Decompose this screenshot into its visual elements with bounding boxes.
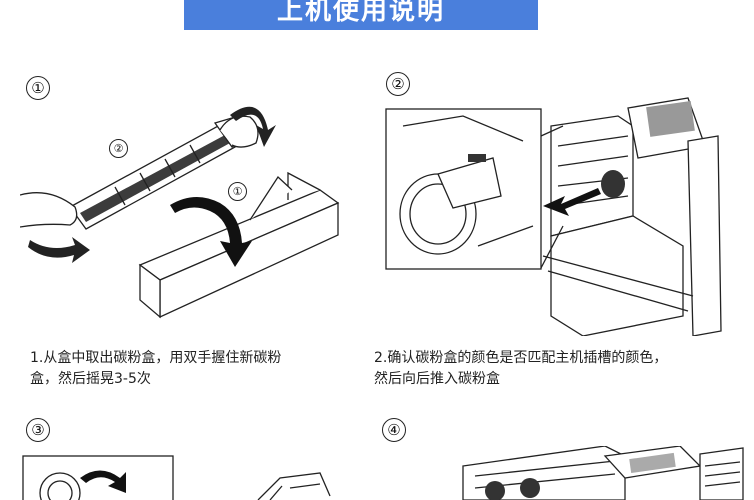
header-banner: 上机使用说明 <box>184 0 538 30</box>
inset-cartridge-drawing <box>399 115 534 255</box>
step-3-number: ③ <box>26 418 50 442</box>
step-1-caption: 1.从盒中取出碳粉盒，用双手握住新碳粉 盒，然后摇晃3-5次 <box>30 348 281 390</box>
step-4-illustration <box>462 446 744 500</box>
step-1-caption-line-2: 盒，然后摇晃3-5次 <box>30 371 151 387</box>
step-1-illustration <box>20 106 340 319</box>
step-2-illustration <box>385 97 722 336</box>
step-1-number: ① <box>26 76 50 100</box>
printer-drawing <box>542 97 722 336</box>
page-title: 上机使用说明 <box>276 0 445 26</box>
step-2-caption-line-1: 2.确认碳粉盒的颜色是否匹配主机插槽的颜色， <box>374 350 668 366</box>
step-4-number: ④ <box>382 418 406 442</box>
step-1-caption-line-1: 1.从盒中取出碳粉盒，用双手握住新碳粉 <box>30 350 282 366</box>
callout-1: ① <box>228 182 247 201</box>
callout-2: ② <box>109 139 128 158</box>
step-3-illustration <box>22 455 331 500</box>
step-2-caption-line-2: 然后向后推入碳粉盒 <box>374 371 500 387</box>
step-2-caption: 2.确认碳粉盒的颜色是否匹配主机插槽的颜色， 然后向后推入碳粉盒 <box>374 348 667 390</box>
step-2-number: ② <box>386 72 410 96</box>
